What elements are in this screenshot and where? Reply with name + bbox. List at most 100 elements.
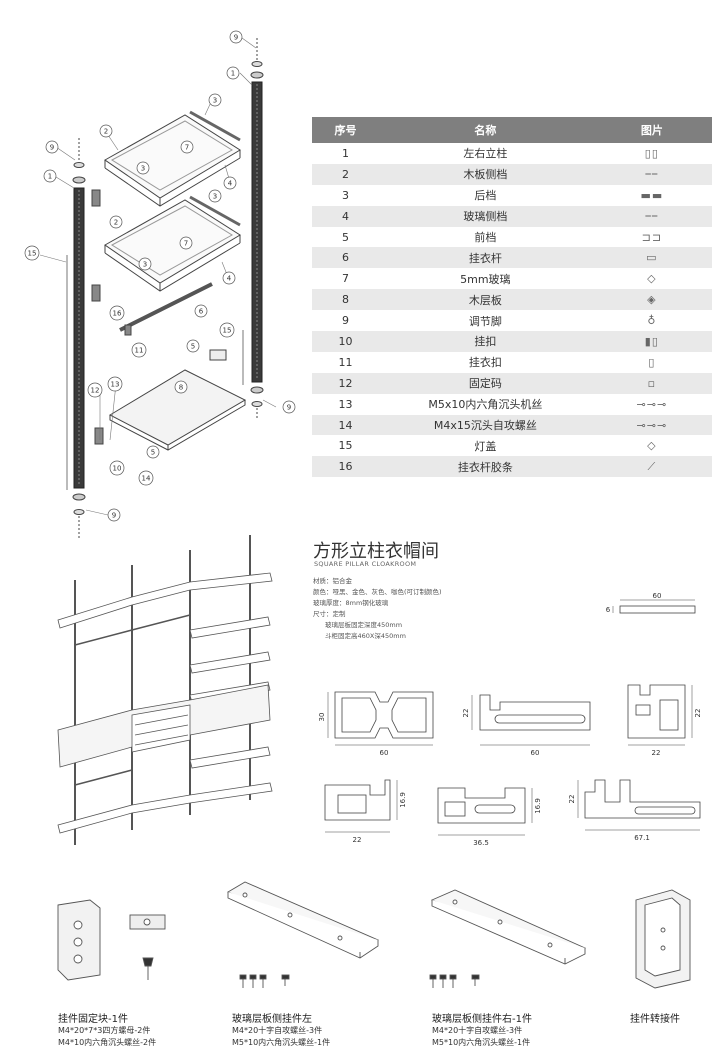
- svg-text:15: 15: [28, 250, 37, 258]
- svg-text:5: 5: [151, 449, 155, 457]
- spec-material: 材质：铝合金: [313, 577, 352, 585]
- accessory-line: M4*20*7*3四方螺母-2件: [58, 1026, 151, 1035]
- accessory-fixing-block: 挂件固定块-1件 M4*20*7*3四方螺母-2件 M4*10内六角沉头螺丝-2…: [58, 1010, 228, 1049]
- machine-screws-icon: ⊸⊸⊸: [636, 397, 668, 411]
- fixing-block-drawing: [57, 899, 166, 981]
- dim-bar-length: 60: [653, 592, 662, 600]
- accessory-bracket-left: 玻璃层板侧挂件左 M4*20十字自攻螺丝-3件 M5*10内六角沉头螺丝-1件: [232, 1010, 417, 1049]
- glass-shelf-lower: [104, 195, 241, 292]
- accessory-caption: 玻璃层板侧挂件右-1件: [432, 1014, 532, 1025]
- callout-12: 12: [87, 382, 103, 398]
- svg-text:8: 8: [179, 384, 183, 392]
- spec-size: 尺寸：定制: [313, 610, 346, 618]
- dim-p4-width: 22: [353, 836, 362, 844]
- profile-sections: 60 6 60 30 60 22 22 22 22 16.9 36.5 16.9…: [318, 592, 702, 847]
- glass-panel-icon: ◇: [647, 272, 657, 286]
- svg-text:9: 9: [112, 512, 116, 520]
- callout-3-d: 3: [138, 257, 152, 271]
- bracket-left-drawing: [227, 881, 379, 988]
- hanging-rod: [119, 282, 213, 332]
- callout-1-left: 1: [43, 169, 57, 183]
- dim-p2-width: 60: [531, 749, 540, 757]
- callout-7-a: 7: [180, 140, 194, 154]
- svg-text:2: 2: [114, 219, 118, 227]
- light-cover-icon: ◇: [647, 439, 657, 453]
- svg-text:16: 16: [113, 310, 122, 318]
- dim-p5-width: 36.5: [473, 839, 489, 847]
- hanger-clip-icon: ▯: [648, 355, 656, 369]
- svg-text:1: 1: [48, 173, 52, 181]
- glass-side-rail-icon: ⎯⎯: [591, 205, 712, 227]
- pillar-icon: ▯▯: [644, 146, 659, 160]
- dim-p4-height: 16.9: [399, 792, 407, 808]
- header-name: 名称: [379, 117, 592, 143]
- callout-9-bottom: 9: [107, 508, 121, 522]
- svg-text:10: 10: [113, 465, 122, 473]
- accessory-caption: 挂件固定块-1件: [58, 1014, 128, 1025]
- accessory-line: M4*20十字自攻螺丝-3件: [232, 1026, 323, 1035]
- callout-4-a: 4: [223, 176, 237, 190]
- spec-color: 颜色：哑黑、金色、灰色、咖色(可订制颜色): [313, 588, 442, 596]
- svg-text:9: 9: [287, 404, 291, 412]
- exploded-assembly-diagram: 9 1 3 2 7 9 3 1 4 3 2 7 15 3 4 6 16 15 1…: [24, 30, 296, 540]
- svg-text:3: 3: [141, 165, 145, 173]
- header-no: 序号: [312, 117, 379, 143]
- svg-text:1: 1: [231, 70, 235, 78]
- back-rail-icon: ▬▬: [640, 188, 664, 202]
- dim-p3-width: 22: [652, 749, 661, 757]
- callout-16: 16: [109, 305, 125, 321]
- svg-text:5: 5: [191, 343, 195, 351]
- svg-text:2: 2: [104, 128, 108, 136]
- product-title: 方形立柱衣帽间: [313, 541, 439, 562]
- callout-15-left: 15: [24, 245, 40, 261]
- left-pillar: [72, 138, 86, 540]
- accessory-line: M5*10内六角沉头螺丝-1件: [432, 1038, 531, 1047]
- svg-text:3: 3: [143, 261, 147, 269]
- callout-10: 10: [109, 460, 125, 476]
- spec-drawer: 斗柜固定高460X深450mm: [325, 632, 406, 640]
- svg-text:3: 3: [213, 193, 217, 201]
- accessory-line: M4*10内六角沉头螺丝-2件: [58, 1038, 157, 1047]
- dim-p5-height: 16.9: [534, 798, 542, 814]
- hanging-rod-icon: ▭: [591, 247, 712, 269]
- adapter-drawing: [635, 889, 691, 989]
- accessory-caption: 玻璃层板侧挂件左: [232, 1014, 312, 1025]
- wood-shelf: [108, 369, 247, 451]
- callout-7-b: 7: [179, 236, 193, 250]
- dim-p2-height: 22: [462, 709, 470, 718]
- svg-text:11: 11: [135, 347, 144, 355]
- wood-shelf-icon: ◈: [591, 289, 712, 311]
- accessory-caption: 挂件转接件: [630, 1014, 680, 1025]
- svg-text:4: 4: [227, 275, 232, 283]
- tapping-screws-icon: ⊸⊸⊸: [591, 414, 712, 436]
- accessory-adapter: 挂件转接件: [630, 1010, 715, 1025]
- spec-glass: 玻璃厚度：8mm钢化玻璃: [313, 599, 389, 607]
- callout-3-c: 3: [208, 189, 222, 203]
- svg-text:14: 14: [142, 475, 151, 483]
- dim-bar-height: 6: [606, 606, 611, 614]
- callout-9-left: 9: [45, 140, 59, 154]
- accessory-line: M5*10内六角沉头螺丝-1件: [232, 1038, 331, 1047]
- svg-text:9: 9: [50, 144, 54, 152]
- callout-2-b: 2: [109, 215, 123, 229]
- header-image: 图片: [591, 117, 712, 143]
- front-rail-icon: ⊐⊐: [641, 230, 663, 244]
- svg-text:15: 15: [223, 327, 232, 335]
- bracket-right-drawing: [429, 889, 587, 988]
- svg-text:4: 4: [228, 180, 233, 188]
- accessory-drawings: [57, 881, 691, 989]
- callout-6: 6: [194, 304, 208, 318]
